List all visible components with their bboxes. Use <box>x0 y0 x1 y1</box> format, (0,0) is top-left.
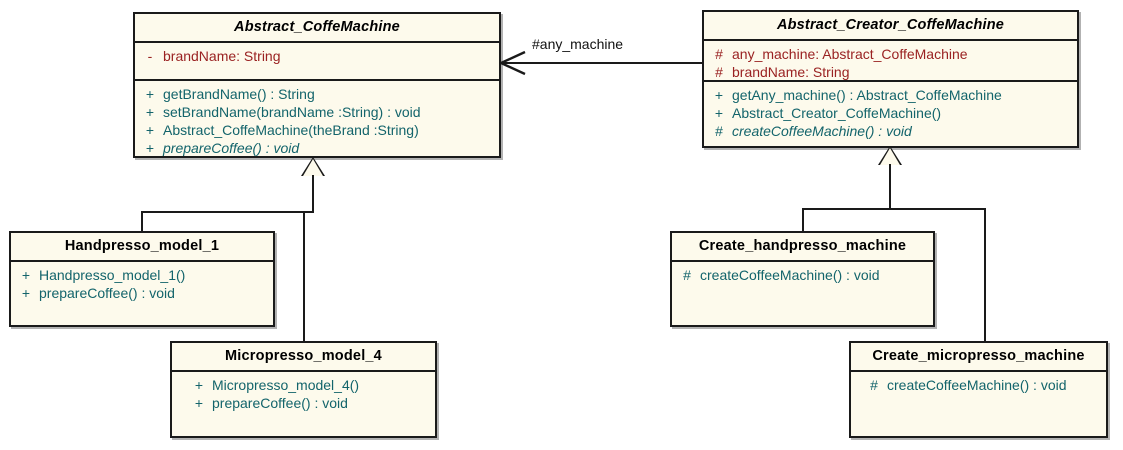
generalization-split-bar-left <box>141 211 314 213</box>
attribute-row: # any_machine: Abstract_CoffeMachine <box>706 45 1075 63</box>
visibility-marker: + <box>145 104 155 120</box>
attribute-row: - brandName: String <box>137 47 497 65</box>
visibility-marker: # <box>715 123 723 139</box>
attribute-row: # brandName: String <box>706 63 1075 81</box>
operations-compartment-create-micropresso-machine: # createCoffeeMachine() : void <box>851 372 1106 399</box>
operation-row: + Handpresso_model_1() <box>13 266 271 284</box>
class-title-micropresso-model-4: Micropresso_model_4 <box>172 343 435 372</box>
operation-row: + getAny_machine() : Abstract_CoffeMachi… <box>706 86 1075 104</box>
visibility-marker: + <box>145 140 155 156</box>
visibility-marker: + <box>21 285 31 301</box>
operations-compartment-handpresso-model-1: + Handpresso_model_1() + prepareCoffee()… <box>11 262 273 307</box>
operation-signature: prepareCoffee() : void <box>39 285 175 301</box>
visibility-marker: # <box>870 377 878 393</box>
class-box-create-micropresso-machine[interactable]: Create_micropresso_machine # createCoffe… <box>849 341 1108 438</box>
operation-signature: getAny_machine() : Abstract_CoffeMachine <box>732 87 1002 103</box>
generalization-stem-left <box>312 175 314 213</box>
visibility-marker: + <box>21 267 31 283</box>
visibility-marker: + <box>714 87 724 103</box>
visibility-marker: + <box>714 105 724 121</box>
operation-signature-abstract: prepareCoffee() : void <box>163 140 300 156</box>
association-label-any-machine: #any_machine <box>532 36 624 52</box>
operation-row: + setBrandName(brandName :String) : void <box>137 103 497 121</box>
operation-row: + Micropresso_model_4() <box>186 376 433 394</box>
class-title-create-micropresso-machine: Create_micropresso_machine <box>851 343 1106 372</box>
operations-compartment-create-handpresso-machine: # createCoffeeMachine() : void <box>672 262 933 289</box>
operation-signature-abstract: createCoffeeMachine() : void <box>732 123 912 139</box>
operation-signature: prepareCoffee() : void <box>212 395 348 411</box>
class-box-micropresso-model-4[interactable]: Micropresso_model_4 + Micropresso_model_… <box>170 341 437 438</box>
class-box-abstract-creator-coffe-machine[interactable]: Abstract_Creator_CoffeMachine # any_mach… <box>702 10 1079 148</box>
operation-signature: Micropresso_model_4() <box>212 377 360 393</box>
visibility-marker: + <box>194 395 204 411</box>
generalization-drop-create-micropresso <box>984 208 986 342</box>
operation-signature: Abstract_Creator_CoffeMachine() <box>732 105 942 121</box>
visibility-marker: # <box>715 46 723 62</box>
generalization-arrow-left <box>303 159 323 176</box>
attribute-signature: brandName: String <box>732 64 850 80</box>
association-open-arrowhead <box>499 50 526 76</box>
class-box-handpresso-model-1[interactable]: Handpresso_model_1 + Handpresso_model_1(… <box>9 231 275 327</box>
operation-row: + Abstract_CoffeMachine(theBrand :String… <box>137 121 497 139</box>
visibility-marker: # <box>715 64 723 80</box>
visibility-marker: - <box>147 48 153 64</box>
generalization-stem-right <box>889 164 891 210</box>
operation-row: + prepareCoffee() : void <box>137 139 497 157</box>
operation-row: + getBrandName() : String <box>137 85 497 103</box>
operation-row: # createCoffeeMachine() : void <box>674 266 931 284</box>
operation-signature: createCoffeeMachine() : void <box>700 267 880 283</box>
operation-row: # createCoffeeMachine() : void <box>706 122 1075 140</box>
attribute-signature: any_machine: Abstract_CoffeMachine <box>732 46 968 62</box>
attributes-compartment-abstract-coffe-machine: - brandName: String <box>135 43 499 81</box>
generalization-drop-handpresso <box>141 211 143 232</box>
operations-compartment-abstract-coffe-machine: + getBrandName() : String + setBrandName… <box>135 81 499 162</box>
class-title-create-handpresso-machine: Create_handpresso_machine <box>672 233 933 262</box>
class-title-handpresso-model-1: Handpresso_model_1 <box>11 233 273 262</box>
operation-row: # createCoffeeMachine() : void <box>861 376 1104 394</box>
operation-signature: Handpresso_model_1() <box>39 267 186 283</box>
operation-row: + Abstract_Creator_CoffeMachine() <box>706 104 1075 122</box>
attributes-compartment-abstract-creator-coffe-machine: # any_machine: Abstract_CoffeMachine # b… <box>704 41 1077 82</box>
class-box-abstract-coffe-machine[interactable]: Abstract_CoffeMachine - brandName: Strin… <box>133 12 501 158</box>
class-title-abstract-coffe-machine: Abstract_CoffeMachine <box>135 14 499 43</box>
generalization-split-bar-right <box>802 208 986 210</box>
operation-row: + prepareCoffee() : void <box>13 284 271 302</box>
generalization-drop-create-handpresso <box>802 208 804 232</box>
class-title-abstract-creator-coffe-machine: Abstract_Creator_CoffeMachine <box>704 12 1077 41</box>
generalization-drop-micropresso <box>303 211 305 342</box>
operation-signature: getBrandName() : String <box>163 86 315 102</box>
visibility-marker: + <box>145 86 155 102</box>
operation-signature: createCoffeeMachine() : void <box>887 377 1067 393</box>
visibility-marker: + <box>194 377 204 393</box>
association-line-any-machine <box>503 62 703 64</box>
operation-row: + prepareCoffee() : void <box>186 394 433 412</box>
operation-signature: setBrandName(brandName :String) : void <box>163 104 421 120</box>
operations-compartment-micropresso-model-4: + Micropresso_model_4() + prepareCoffee(… <box>172 372 435 417</box>
visibility-marker: # <box>683 267 691 283</box>
operations-compartment-abstract-creator-coffe-machine: + getAny_machine() : Abstract_CoffeMachi… <box>704 82 1077 145</box>
visibility-marker: + <box>145 122 155 138</box>
generalization-arrow-right <box>880 148 900 165</box>
attribute-signature: brandName: String <box>163 48 281 64</box>
operation-signature: Abstract_CoffeMachine(theBrand :String) <box>163 122 419 138</box>
class-box-create-handpresso-machine[interactable]: Create_handpresso_machine # createCoffee… <box>670 231 935 327</box>
